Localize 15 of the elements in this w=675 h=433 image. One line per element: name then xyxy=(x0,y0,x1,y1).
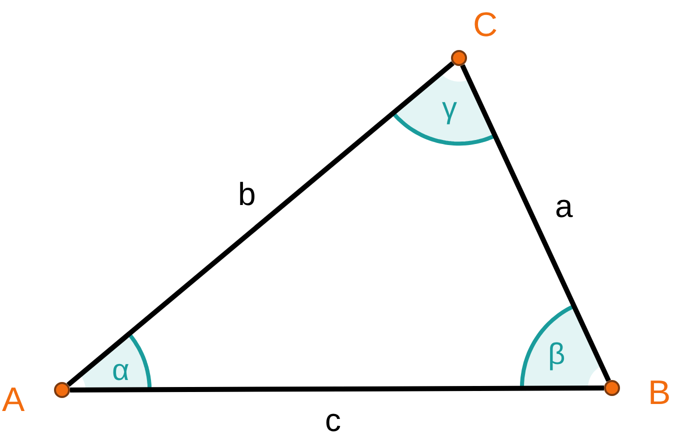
angle-label: β xyxy=(548,340,566,370)
triangle-side xyxy=(70,386,604,392)
angle-label: α xyxy=(112,356,130,386)
vertex-dot xyxy=(54,382,70,398)
side-label: b xyxy=(238,178,256,210)
side-label: c xyxy=(325,404,341,433)
angle-label: γ xyxy=(442,94,457,124)
vertex-label: A xyxy=(2,383,25,417)
vertex-label: B xyxy=(648,376,671,410)
vertex-label: C xyxy=(473,8,498,42)
side-label: a xyxy=(555,190,573,222)
triangle-side xyxy=(66,61,454,387)
vertex-dot xyxy=(451,50,467,66)
vertex-dot xyxy=(604,380,620,396)
triangle-side xyxy=(460,64,611,382)
